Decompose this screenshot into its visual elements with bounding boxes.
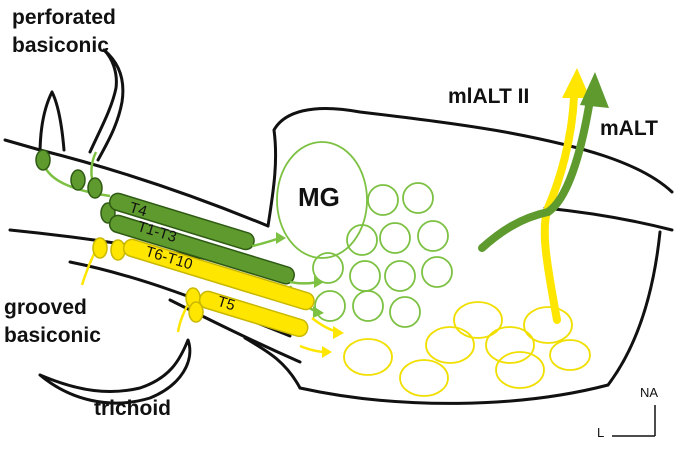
t1t3-axon-a (289, 280, 319, 285)
glomerulus-g12 (389, 296, 421, 328)
outline-strokes (3, 48, 674, 405)
glomerulus-g10 (314, 290, 346, 322)
green-glomeruli (276, 141, 453, 328)
antenna-lower-edge (168, 298, 302, 364)
t5-axon-arrow (322, 346, 332, 358)
perforated-sensillum-right (88, 48, 125, 162)
glomerulus-y4 (453, 301, 503, 339)
t4-bar (108, 192, 255, 251)
mlalt2-arrowhead (562, 68, 590, 98)
glomerulus-g8 (384, 260, 416, 292)
yellow-glomeruli (343, 301, 591, 397)
lobe-inner-boundary (543, 206, 674, 232)
label-trichoid: trichoid (94, 397, 171, 420)
yellow-neurons (80, 237, 344, 358)
axis-label-l: L (597, 425, 605, 440)
t6t10-bar (122, 238, 315, 311)
label-malt: mALT (600, 117, 658, 140)
trichoid-sensillum (38, 338, 192, 405)
malt-tract (478, 96, 594, 252)
brain-upper-edge (266, 107, 674, 228)
glomerulus-y6 (523, 306, 573, 344)
glomerulus-y2 (399, 359, 449, 397)
antenna-bottom-edge (243, 336, 302, 390)
t5-bar (198, 290, 309, 338)
glomerulus-g1 (367, 184, 399, 216)
t1t3-bar (108, 214, 296, 285)
green-soma-3 (87, 177, 103, 199)
glomerulus-g5 (417, 220, 449, 252)
glomerulus-g6 (312, 252, 344, 284)
output-tracts (478, 68, 609, 324)
label-perforated-basiconic: perforated basiconic (12, 6, 116, 57)
glomerulus-y8 (549, 339, 591, 371)
glomerulus-y1 (343, 338, 393, 376)
glomerulus-g9 (421, 256, 453, 288)
glomerulus-g7 (349, 260, 381, 292)
glomerulus-g3 (379, 222, 411, 254)
label-mg: MG (298, 182, 340, 212)
perforated-sensillum-left (38, 90, 66, 157)
label-mlalt2: mlALT II (448, 85, 530, 108)
malt-arrowhead (580, 72, 609, 108)
lobe-bottom-edge (298, 383, 610, 405)
glomerulus-y5 (485, 326, 535, 364)
green-soma-1 (35, 149, 51, 171)
glomerulus-g11 (352, 290, 384, 322)
glomerulus-y3 (425, 326, 475, 364)
t4-axon (251, 236, 281, 248)
label-grooved-basiconic: grooved basiconic (4, 296, 101, 347)
t1t3-axon-b-arrow (313, 306, 324, 318)
glomerulus-y7 (495, 351, 545, 389)
green-neurons (35, 149, 324, 318)
yellow-soma-2 (110, 239, 126, 261)
axis-label-na: NA (640, 385, 659, 400)
t4-axon-arrow (276, 232, 286, 244)
yellow-soma-4 (188, 301, 204, 323)
yellow-soma-1 (92, 237, 108, 259)
macroglomerular-complex (276, 141, 368, 259)
glomerulus-g4 (346, 224, 378, 256)
t1t3-axon-a-arrow (314, 276, 324, 288)
green-soma-2 (70, 169, 86, 191)
t6t10-axon-arrow (333, 326, 344, 339)
lobe-right-edge (606, 230, 662, 387)
orientation-axes (612, 405, 656, 437)
glomerulus-g2 (402, 182, 434, 214)
antenna-upper-edge (3, 138, 270, 228)
